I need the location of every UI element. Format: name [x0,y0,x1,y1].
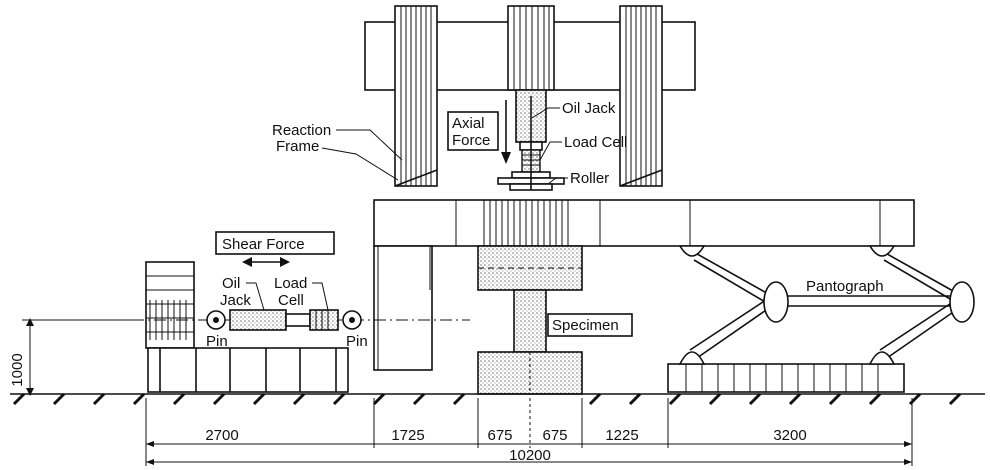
oil-jack-top-label-text: Oil Jack [562,100,616,117]
dim-segment-2: 1725 [391,427,424,444]
load-cell-left-label: Load Cell [274,275,329,311]
height-dimension-label: 1000 [9,353,26,386]
reaction-frame-label: Reaction Frame [272,122,403,181]
oil-jack-top-label: Oil Jack [531,100,616,119]
reaction-frame [364,5,696,187]
axial-force-label-line2: Force [452,132,490,149]
shear-force-label-text: Shear Force [222,236,305,253]
oil-jack-left-label-line2: Jack [220,292,251,309]
horizontal-dimensions: 2700 1725 675 675 1225 3200 10200 [145,398,913,466]
pantograph [667,245,975,393]
load-cell-top-label-text: Load Cell [564,134,627,151]
reaction-frame-label-line2: Frame [276,138,319,155]
load-cell-top-label: Load Cell [539,134,627,161]
dim-segment-1: 2700 [205,427,238,444]
dim-total: 10200 [509,447,551,464]
specimen-label: Specimen [547,313,633,337]
specimen [477,245,583,395]
ground-line [10,392,985,406]
left-base-frame [147,347,349,393]
axial-force-arrow [501,100,511,164]
shear-force-arrow [242,257,290,267]
reaction-frame-middle-column [507,5,555,91]
roller-label: Roller [547,170,609,187]
dim-segment-3: 675 [487,427,512,444]
oil-jack-left-label: Oil Jack [220,275,265,311]
pin-right-label: Pin [346,333,368,350]
axial-force-label: Axial Force [447,111,499,151]
left-reaction-block [145,261,195,349]
axial-force-label-line1: Axial [452,115,485,132]
specimen-label-text: Specimen [552,317,619,334]
reaction-frame-label-line1: Reaction [272,122,331,139]
load-cell-left-label-line1: Load [274,275,307,292]
shear-force-label: Shear Force [215,231,335,255]
roller-label-text: Roller [570,170,609,187]
dim-segment-4: 675 [542,427,567,444]
load-cell-left-label-line2: Cell [278,292,304,309]
pantograph-label: Pantograph [806,278,884,295]
dim-segment-5: 1225 [605,427,638,444]
reaction-frame-left-column [394,5,438,187]
oil-jack-left-label-line1: Oil [222,275,240,292]
height-dimension: 1000 [9,318,140,396]
pin-left-label: Pin [206,333,228,350]
loading-beam [373,199,915,371]
reaction-frame-right-column [619,5,663,187]
dim-segment-6: 3200 [773,427,806,444]
axial-loading-train [497,89,565,191]
